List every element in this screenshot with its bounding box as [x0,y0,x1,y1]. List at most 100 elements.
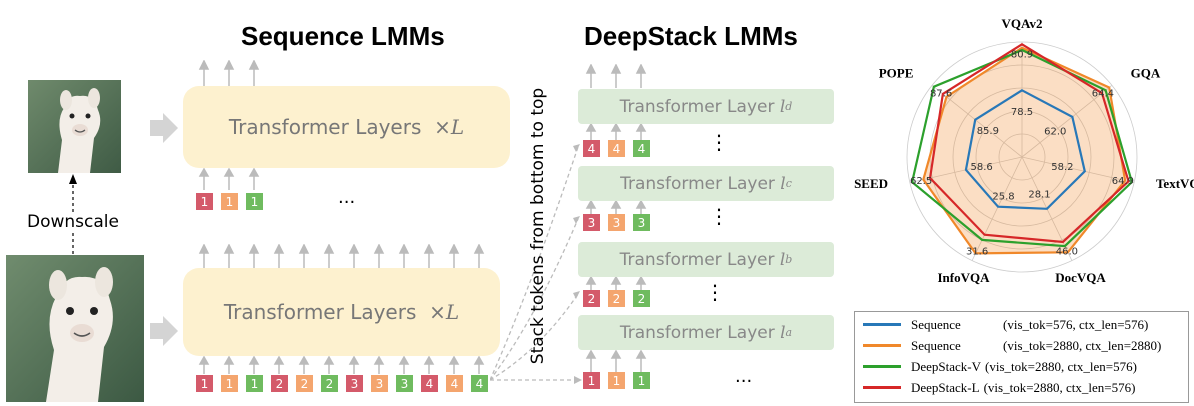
legend-name: DeepStack-V [911,358,982,374]
layers-count-var: L [445,300,460,324]
legend-row: Sequence (vis_tok=2880, ctx_len=2880) [855,335,1188,356]
legend-name: Sequence [911,337,961,353]
min-tick-label: 58.6 [971,162,993,173]
min-tick-label: 25.8 [992,191,1014,202]
token-seq-5: 2 [296,375,313,392]
transformer-layers-label: Transformer Layers [228,115,422,139]
top-output-arrows [196,59,276,90]
series-polygon [922,46,1127,255]
token-4-orange: 4 [608,140,625,157]
min-tick-label: 62.0 [1044,126,1066,137]
transformer-layers-label: Transformer Layers [223,300,417,324]
legend-name: DeepStack-L [911,379,980,395]
legend-row: Sequence(vis_tok=576, ctx_len=576) [855,314,1188,335]
legend-detail: (vis_tok=2880, ctx_len=576) [983,379,1136,395]
input-arrow-bottom [150,316,178,350]
token-1-green: 1 [246,193,263,210]
token-seq-8: 3 [371,375,388,392]
sequence-lmms-title: Sequence LMMs [241,21,445,51]
min-tick-label: 28.1 [1028,189,1050,200]
legend-name: Sequence [911,316,961,332]
input-arrow-top [150,113,178,147]
token-3-orange: 3 [608,214,625,231]
token-seq-10: 4 [421,375,438,392]
layer-var: l [779,249,786,270]
layer-sub: c [785,177,792,190]
stack-connectors [489,140,585,389]
legend-line [863,323,901,326]
grid-spoke [1021,84,1113,158]
max-tick-label: 62.5 [910,176,932,187]
deepstack-top-arrows [583,63,653,92]
stack-label: Stack tokens from bottom to top [524,56,552,396]
axis-label: TextVQA [1156,176,1194,191]
transformer-layer-label: Transformer Layer [619,322,775,343]
legend-line [863,344,901,347]
axis-label: VQAv2 [1002,16,1043,31]
min-tick-label: 78.5 [1011,107,1033,118]
legend-detail: (vis_tok=2880, ctx_len=2880) [1003,337,1162,353]
token-1-red: 1 [196,193,213,210]
transformer-layer-label: Transformer Layer [620,173,775,194]
vdots-3: ⋮ [705,280,725,304]
transformer-layers-top: Transformer Layers ×L [183,86,510,168]
layer-sub: d [785,100,793,113]
lc-input-arrows [583,199,653,219]
token-3-red: 3 [583,214,600,231]
legend-row: DeepStack-V(vis_tok=2880, ctx_len=576) [855,356,1188,377]
axis-label: DocVQA [1055,270,1106,285]
layer-var: l [780,322,786,343]
token-3-green: 3 [633,214,650,231]
layer-sub: a [785,326,793,339]
transformer-layers-bottom: Transformer Layers ×L [183,268,500,356]
bottom-output-arrows [196,243,496,272]
min-tick-label: 58.2 [1051,162,1073,173]
token-seq-1: 1 [196,375,213,392]
token-seq-12: 4 [471,375,488,392]
top-input-arrows [196,167,276,194]
axis-label: POPE [879,66,914,81]
token-2-orange: 2 [608,290,625,307]
token-seq-6: 2 [321,375,338,392]
series-polygon [964,89,1086,210]
token-1-orange-ds: 1 [608,372,625,389]
token-seq-2: 1 [221,375,238,392]
la-input-arrows [583,349,653,376]
transformer-layer-label: Transformer Layer [619,96,775,117]
times-sign: × [434,115,451,139]
series-polygon [928,43,1130,244]
times-sign: × [429,300,446,324]
legend-line [863,386,901,389]
token-2-green: 2 [633,290,650,307]
stack-label-text: Stack tokens from bottom to top [528,87,548,365]
max-tick-label: 64.9 [1112,176,1134,187]
legend-row: DeepStack-L(vis_tok=2880, ctx_len=576) [855,377,1188,398]
token-1-red-ds: 1 [583,372,600,389]
axis-label: SEED [854,176,888,191]
axis-label: GQA [1131,66,1161,81]
token-1-green-ds: 1 [633,372,650,389]
min-tick-label: 85.9 [977,126,999,137]
axis-label: InfoVQA [937,270,990,285]
vdots-1: ⋮ [709,130,729,154]
token-seq-3: 1 [246,375,263,392]
layer-var: l [779,96,786,117]
layer-sub: b [785,253,793,266]
max-tick-label: 80.9 [1011,50,1033,61]
series-polygon [910,48,1134,248]
token-seq-9: 3 [396,375,413,392]
token-4-green: 4 [633,140,650,157]
max-tick-label: 87.6 [930,88,952,99]
alpaca-image-large [6,255,144,402]
downscale-label: Downscale [26,212,120,232]
chart-legend: Sequence(vis_tok=576, ctx_len=576) Seque… [854,311,1189,403]
deepstack-lmms-title: DeepStack LMMs [584,21,798,51]
deepstack-ellipsis: ... [735,366,753,387]
max-tick-label: 31.6 [966,246,988,257]
lb-input-arrows [583,275,653,295]
layers-count-var: L [450,115,465,139]
token-1-orange: 1 [221,193,238,210]
